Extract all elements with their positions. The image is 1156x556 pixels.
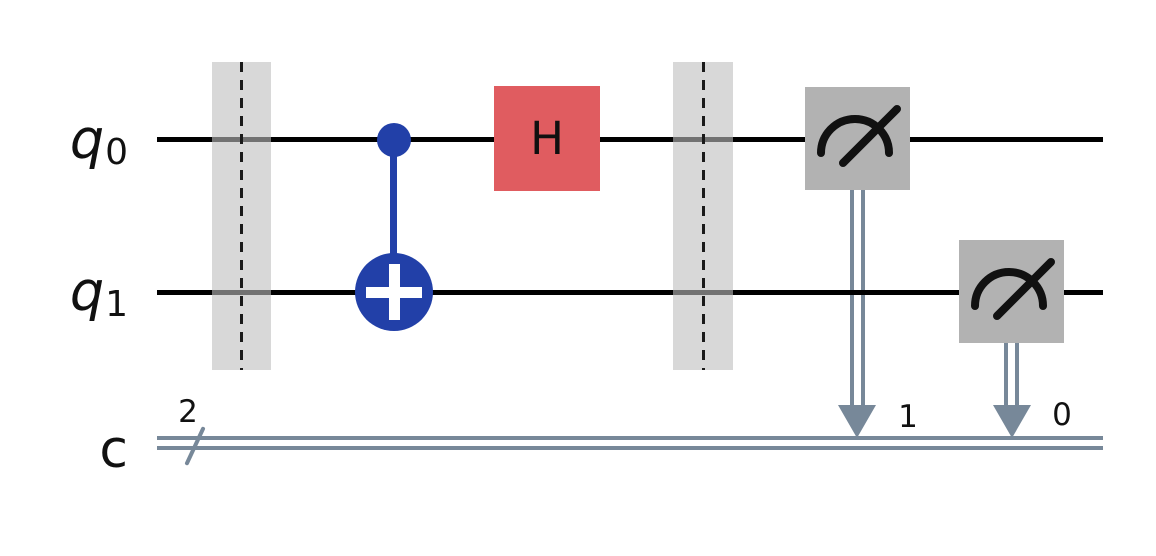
bus-width-label: 2 [178,394,198,430]
barrier-2 [673,62,733,370]
measure-q0-classical-line [861,190,865,405]
qubit-1-index: 1 [105,284,128,325]
measure-q1-classical-line [1004,343,1008,405]
plus-icon-vertical-bar [389,264,400,320]
measure-gate-q1 [959,240,1064,343]
cnot-connector-line [390,140,397,292]
barrier-dashed-line-icon [240,62,243,370]
classical-register-label: c [62,415,128,485]
measure-meter-icon [971,258,1055,320]
hadamard-gate-label: H [530,112,564,165]
cnot-control-dot [377,123,411,157]
qubit-0-wire [157,137,1103,142]
measure-q0-clbit-label: 1 [898,399,918,435]
measure-meter-icon [817,105,901,167]
cnot-target-icon [355,253,433,331]
classical-wire-bottom-line [157,446,1103,450]
barrier-1 [212,62,271,370]
measure-q1-classical-line [1015,343,1019,405]
measure-gate-q0 [805,87,910,190]
classical-register-name: c [99,420,128,480]
barrier-dashed-line-icon [701,62,705,370]
measure-q1-arrowhead-icon [993,405,1031,438]
qubit-0-name: q [69,108,105,171]
measure-q0-classical-line [850,190,854,405]
qubit-1-wire [157,290,1103,295]
hadamard-gate: H [494,86,600,191]
qubit-0-index: 0 [105,132,128,173]
measure-q1-clbit-label: 0 [1052,397,1072,433]
qubit-1-name: q [69,260,105,323]
measure-q0-arrowhead-icon [838,405,876,438]
classical-wire-top-line [157,436,1103,440]
